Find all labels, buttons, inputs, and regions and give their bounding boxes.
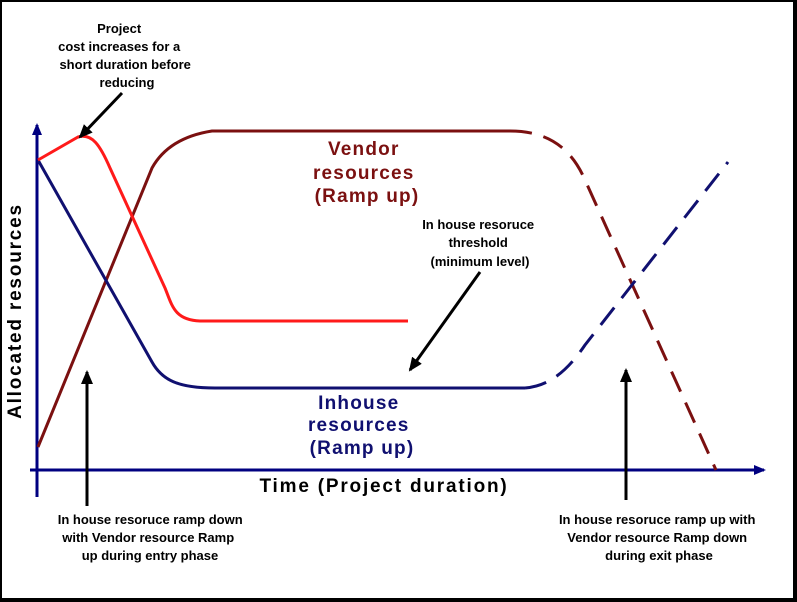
inhouse-resources-curve bbox=[36, 159, 525, 390]
inhouse-resources-label: Inhouse resources (Ramp up) bbox=[308, 393, 416, 459]
exit-phase-annotation: In house resoruce ramp up with Vendor re… bbox=[559, 512, 759, 563]
threshold-arrow bbox=[408, 271, 482, 372]
x-axis-label: Time (Project duration) bbox=[259, 476, 508, 497]
y-axis-label: Allocated resources bbox=[5, 203, 26, 419]
vendor-resources-label: Vendor resources (Ramp up) bbox=[313, 139, 421, 207]
inhouse-resources-ramp-up-curve bbox=[524, 161, 730, 390]
threshold-annotation: In house resoruce threshold (minimum lev… bbox=[422, 217, 538, 269]
vendor-resources-curve bbox=[36, 129, 510, 448]
project-cost-annotation: Project cost increases for a short durat… bbox=[58, 21, 194, 90]
vendor-resources-ramp-down-curve bbox=[509, 129, 718, 471]
project-cost-arrow bbox=[78, 91, 124, 139]
entry-phase-annotation: In house resoruce ramp down with Vendor … bbox=[58, 512, 247, 563]
